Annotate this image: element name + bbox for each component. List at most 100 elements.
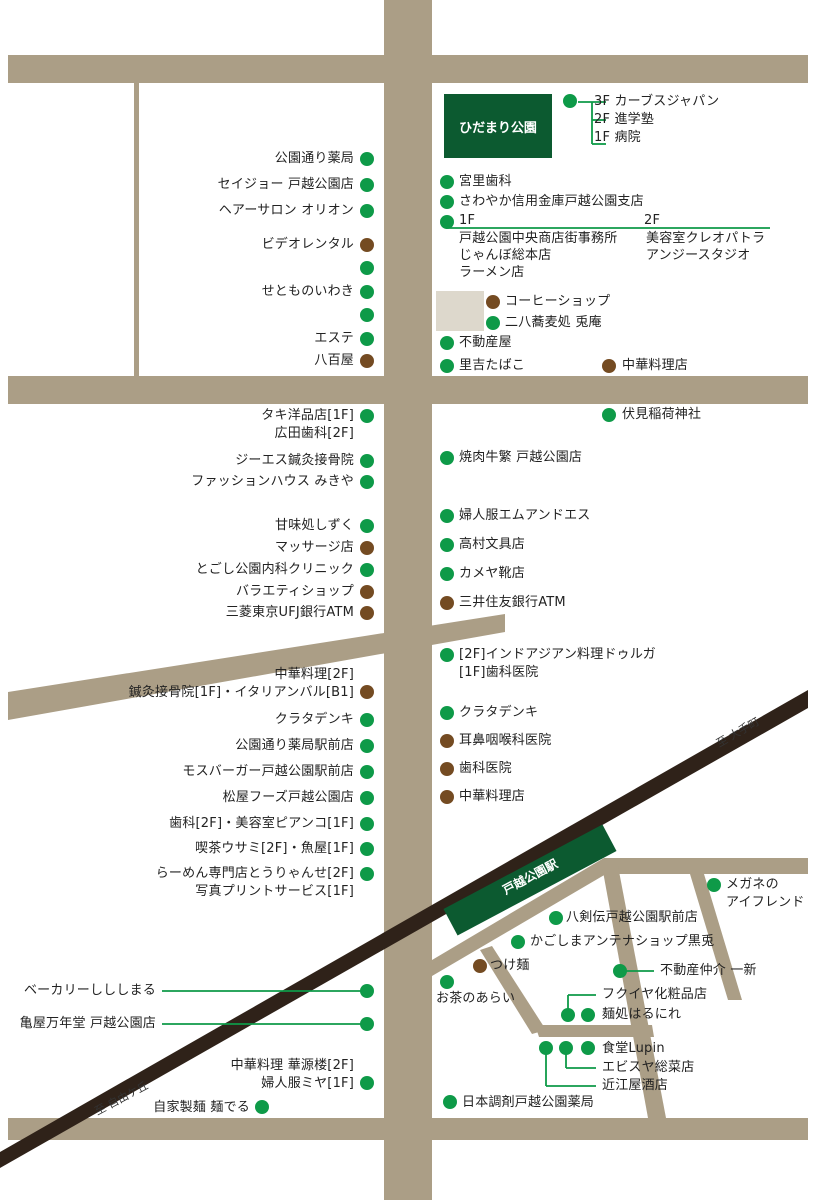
shop-label: 里吉たばこ [459, 358, 526, 373]
direction-north-east: 至 大手町 [714, 714, 762, 750]
lower-right-road-c [480, 946, 546, 1034]
marker-massage [360, 541, 374, 555]
shop-label: クラタデンキ [459, 705, 539, 720]
shop-label: フクイヤ化粧品店 [602, 987, 708, 1002]
marker-matsuya [360, 791, 374, 805]
shop-label: 戸越公園中央商店街事務所 [459, 231, 618, 246]
shop-label: カメヤ靴店 [459, 566, 526, 581]
hidamari-park: ひだまり公園 [444, 94, 552, 158]
shop-label: 麺処はるにれ [602, 1007, 682, 1022]
marker-clinic [360, 563, 374, 577]
shop-label: ラーメン店 [459, 265, 525, 280]
marker-lupin [581, 1041, 595, 1055]
shop-label: コーヒーショップ [505, 294, 611, 309]
shop-label: 食堂Lupin [602, 1041, 665, 1056]
marker-megane [707, 878, 721, 892]
marker-video-rental [360, 238, 374, 252]
floor-header: 1F [459, 213, 476, 228]
shop-label: 耳鼻咽喉科医院 [459, 733, 552, 748]
marker-tobacco [440, 359, 454, 373]
shop-label: [1F]歯科医院 [459, 665, 539, 680]
marker-ladies-ms [440, 509, 454, 523]
marker-chinese-top [602, 359, 616, 373]
shop-label: さわやか信用金庫戸越公園支店 [459, 194, 644, 209]
shop-label: かごしまアンテナショップ黒兎 [530, 934, 715, 949]
shop-label: 歯科医院 [459, 761, 512, 776]
shop-label: 喫茶ウサミ[2F]・魚屋[1F] [195, 841, 354, 856]
marker-smbc [440, 596, 454, 610]
diagonal-road-left [8, 614, 505, 720]
shop-label: 歯科[2F]・美容室ピアンコ[1F] [169, 816, 354, 831]
marker-shoes [440, 567, 454, 581]
shop-label: ベーカリーしししまる [23, 983, 156, 998]
marker-seijo [360, 178, 374, 192]
marker-unnamed [360, 261, 374, 275]
main-vertical-road [384, 0, 432, 1200]
lower-right-road-d [535, 1025, 654, 1037]
shop-label: アンジースタジオ [646, 248, 751, 263]
shop-label: 婦人服ミヤ[1F] [261, 1076, 354, 1091]
shop-label: アイフレンド [726, 895, 805, 910]
shop-label: 中華料理[2F] [274, 667, 354, 682]
park-floor-3f: 3F カーブスジャパン [594, 94, 720, 109]
shop-label: 二八蕎麦処 兎庵 [505, 315, 602, 330]
marker-hakken [549, 911, 563, 925]
lower-right-road-top [432, 858, 808, 976]
marker-kurata-left [360, 713, 374, 727]
shop-label: メガネの [726, 877, 779, 892]
park-floor-2f: 2F 進学塾 [594, 112, 655, 127]
shop-label: モスバーガー戸越公園駅前店 [182, 764, 354, 779]
shop-label: 不動産仲介 一新 [660, 963, 757, 978]
marker-chinese-low [440, 790, 454, 804]
shop-label: バラエティショップ [235, 584, 354, 599]
shop-label: 中華料理 華源楼[2F] [230, 1058, 354, 1073]
shop-label: 八百屋 [314, 353, 354, 368]
marker-esthe [360, 332, 374, 346]
shop-label: セイジョー 戸越公園店 [217, 177, 354, 192]
shop-label: [2F]インドアジアン料理ドゥルガ [459, 647, 656, 662]
marker-ramen [360, 867, 374, 881]
marker-ufj [360, 606, 374, 620]
shop-label: エステ [314, 331, 354, 346]
marker-hair-salon [360, 204, 374, 218]
shop-label: ビデオレンタル [261, 237, 354, 252]
shop-label: マッサージ店 [275, 540, 354, 555]
shop-label: 伏見稲荷神社 [622, 407, 702, 422]
marker-omiya [539, 1041, 553, 1055]
connector-lines [162, 101, 770, 1087]
lower-right-road-b [690, 874, 742, 1000]
lower-right-road-a [602, 866, 666, 1118]
shop-label: 広田歯科[2F] [274, 426, 354, 441]
marker-pharmacy [360, 152, 374, 166]
marker-soba [486, 316, 500, 330]
marker-greengrocer [360, 354, 374, 368]
marker-miyazato [440, 175, 454, 189]
shop-label: 婦人服エムアンドエス [459, 508, 591, 523]
shop-label: 近江屋酒店 [602, 1078, 669, 1093]
marker-menhaha [581, 1008, 595, 1022]
shop-label: 写真プリントサービス[1F] [195, 884, 354, 899]
shop-label: らーめん専門店とうりゃんせ[2F] [155, 866, 354, 881]
marker-setomono [360, 285, 374, 299]
shop-label: ジーエス鍼灸接骨院 [235, 453, 354, 468]
shop-label: 日本調剤戸越公園薬局 [462, 1095, 595, 1110]
shop-label: ヘアーサロン オリオン [218, 203, 354, 218]
marker-acu [360, 685, 374, 699]
marker-kagoshima [511, 935, 525, 949]
shop-label: 亀屋万年堂 戸越公園店 [19, 1016, 156, 1031]
shop-label: 公園通り薬局駅前店 [235, 738, 354, 753]
marker-blank [360, 308, 374, 322]
shop-label: ファッションハウス みきや [191, 474, 354, 489]
marker-park-floors [563, 94, 577, 108]
shop-label: 三菱東京UFJ銀行ATM [225, 605, 354, 620]
park-floor-1f: 1F 病院 [594, 130, 641, 145]
shop-label: じゃんぼ総本店 [459, 248, 552, 263]
station-name: 戸越公園駅 [500, 856, 561, 898]
shop-label: せとものいわき [261, 284, 354, 299]
shop-label: 高村文具店 [459, 537, 526, 552]
marker-menderu [255, 1100, 269, 1114]
marker-dental-beauty [360, 817, 374, 831]
marker-coffee [486, 295, 500, 309]
marker-realty [440, 336, 454, 350]
shop-label: 中華料理店 [459, 789, 526, 804]
